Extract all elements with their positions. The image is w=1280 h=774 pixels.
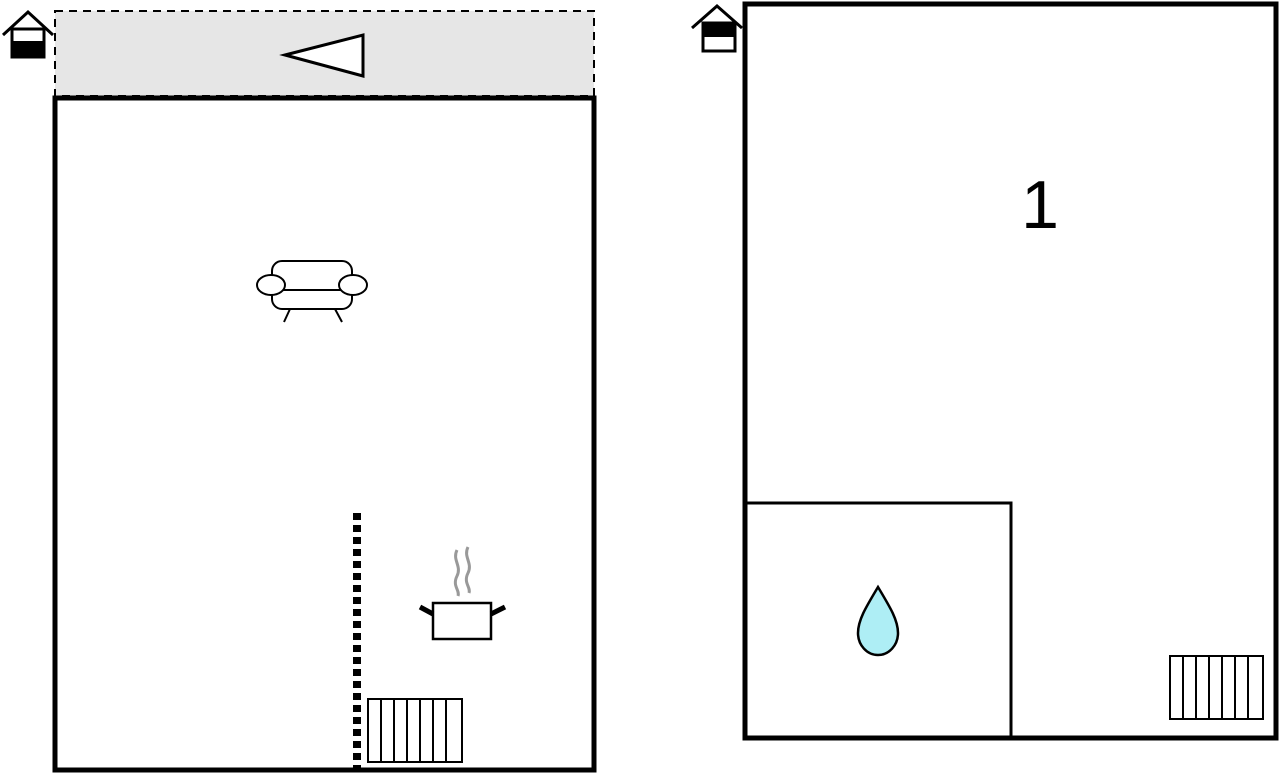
ground-floor-plan	[1, 9, 597, 773]
upper-floor-plan: 1	[691, 1, 1279, 741]
bathroom-wall	[743, 501, 1013, 740]
room-number-label: 1	[1021, 167, 1059, 243]
ground-floor-outer-wall	[52, 95, 597, 773]
house-ground-floor-icon	[1, 9, 55, 59]
staircase-icon	[367, 698, 463, 763]
entrance-arrow-icon	[279, 33, 365, 78]
water-drop-icon	[856, 584, 900, 657]
cooking-pot-icon	[418, 546, 507, 641]
staircase-icon	[1169, 655, 1264, 720]
sofa-icon	[256, 260, 368, 323]
house-upper-floor-icon	[691, 4, 743, 53]
